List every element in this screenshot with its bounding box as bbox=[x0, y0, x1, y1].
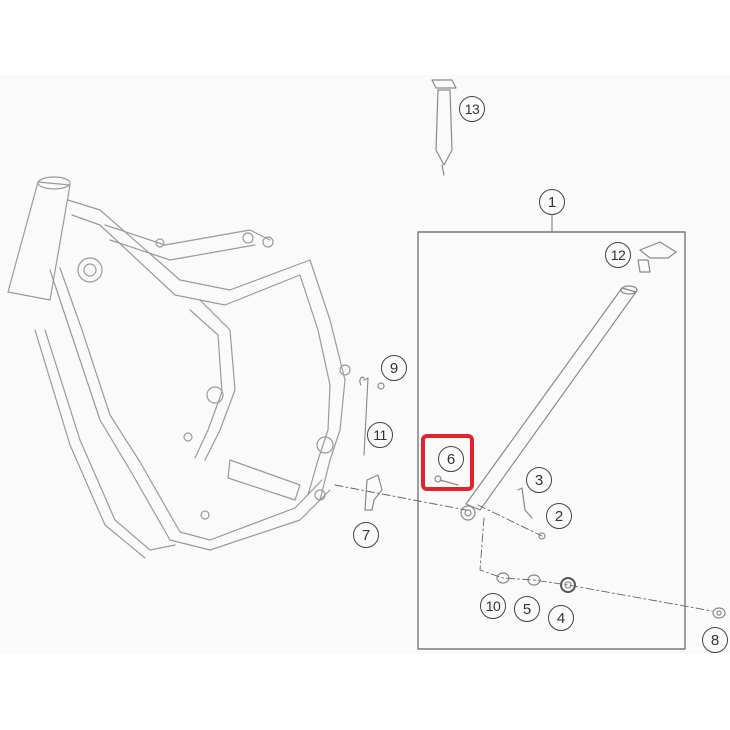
part-9-nut bbox=[377, 382, 385, 390]
part-6-screw bbox=[434, 475, 459, 486]
callout-2-label: 2 bbox=[554, 507, 564, 525]
callout-7[interactable]: 7 bbox=[353, 522, 379, 548]
part-12-foot bbox=[637, 241, 677, 273]
part-3-clip bbox=[517, 487, 533, 519]
part-6-highlight bbox=[421, 434, 474, 491]
callout-4-label: 4 bbox=[556, 609, 566, 627]
part-8-bolt bbox=[712, 607, 726, 619]
callout-3-label: 3 bbox=[534, 471, 544, 489]
callout-8-label: 8 bbox=[710, 631, 720, 649]
callout-8[interactable]: 8 bbox=[702, 627, 728, 653]
callout-1[interactable]: 1 bbox=[539, 189, 565, 215]
callout-9-label: 9 bbox=[389, 359, 399, 377]
callout-6[interactable]: 6 bbox=[438, 446, 464, 472]
callout-6-label: 6 bbox=[446, 450, 456, 468]
callout-11-label: 11 bbox=[373, 427, 387, 443]
callout-3[interactable]: 3 bbox=[526, 467, 552, 493]
part-7-bracket bbox=[364, 474, 383, 511]
callout-7-label: 7 bbox=[361, 526, 371, 544]
callout-5[interactable]: 5 bbox=[514, 596, 540, 622]
callout-13[interactable]: 13 bbox=[459, 96, 485, 122]
motorcycle-frame bbox=[7, 176, 351, 559]
assembly-lines bbox=[334, 484, 713, 612]
callout-10-label: 10 bbox=[485, 598, 501, 614]
callout-12[interactable]: 12 bbox=[605, 242, 631, 268]
part-4-bushing bbox=[560, 577, 576, 593]
callout-10[interactable]: 10 bbox=[480, 593, 506, 619]
part-13-tool bbox=[431, 79, 457, 176]
callout-13-label: 13 bbox=[464, 101, 480, 117]
diagram-panel bbox=[0, 75, 730, 654]
callout-5-label: 5 bbox=[522, 600, 532, 618]
part-1-side-stand bbox=[460, 285, 638, 521]
callout-12-label: 12 bbox=[610, 247, 626, 263]
callout-1-label: 1 bbox=[547, 193, 557, 211]
callout-4[interactable]: 4 bbox=[548, 605, 574, 631]
callout-2[interactable]: 2 bbox=[546, 503, 572, 529]
part-2-pin bbox=[538, 532, 546, 540]
callout-11[interactable]: 11 bbox=[367, 422, 393, 448]
callout-9[interactable]: 9 bbox=[381, 355, 407, 381]
assembly-bracket bbox=[417, 214, 686, 650]
part-11-spring bbox=[359, 376, 369, 456]
